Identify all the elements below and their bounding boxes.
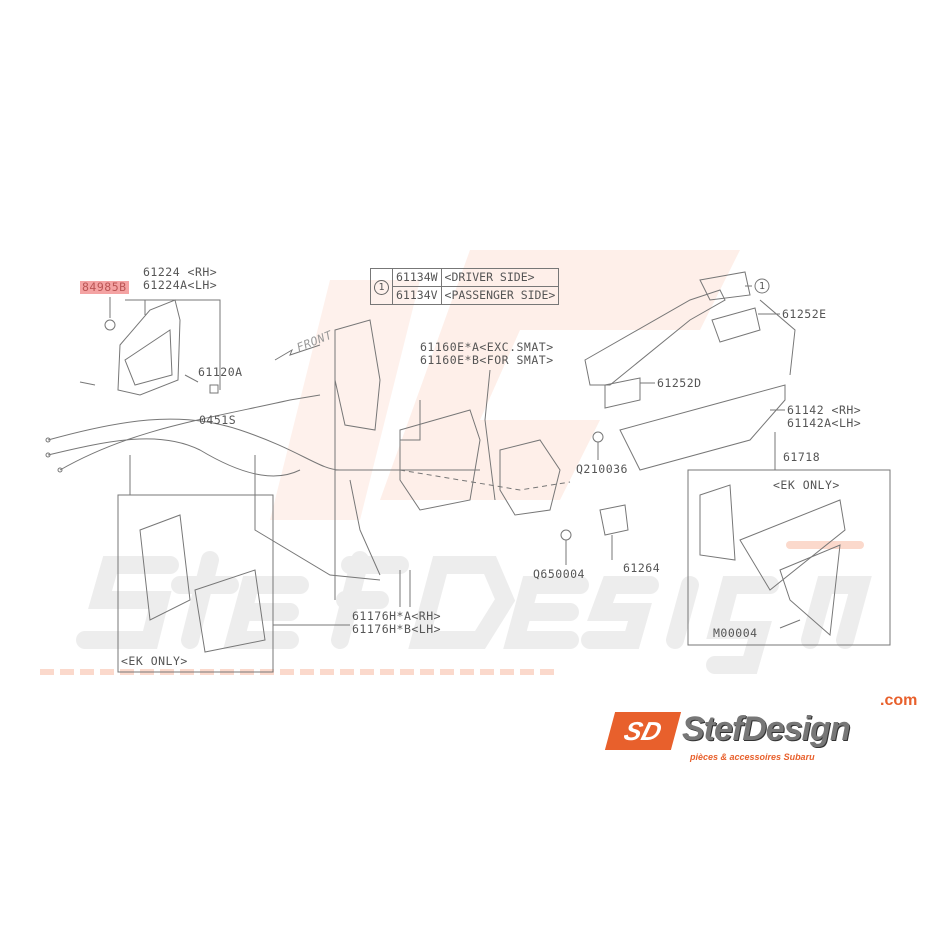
part-label-61224: 61224 <RH> [143, 265, 218, 279]
outer-handle [584, 271, 796, 471]
part-label-61224a: 61224A<LH> [143, 278, 218, 292]
cables [45, 394, 381, 581]
part-label-q650004: Q650004 [533, 567, 585, 581]
part-label-61142: 61142 <RH> [787, 403, 862, 417]
ref-marker-cell: 1 [370, 268, 393, 305]
watermark-brand-strokes [76, 551, 872, 674]
ek-only-label-right: <EK ONLY> [773, 478, 840, 492]
front-arrow [274, 344, 321, 361]
part-label-61120a: 61120A [198, 365, 243, 379]
ref-marker: 1 [374, 279, 389, 295]
ek-only-label-left: <EK ONLY> [121, 654, 188, 668]
highlighted-part-label[interactable]: 84985B [80, 280, 129, 294]
ref-desc: <DRIVER SIDE> [440, 268, 560, 287]
part-label-q210036: Q210036 [576, 462, 628, 476]
ek-only-box-right [687, 432, 891, 646]
reference-table: 1 61134W <DRIVER SIDE> 61134V <PASSENGER… [370, 268, 560, 305]
logo-com: .com [880, 692, 918, 709]
misc-fasteners [399, 431, 801, 629]
part-label-61264: 61264 [623, 561, 661, 575]
logo-tagline: pièces & accessoires Subaru [690, 752, 815, 762]
part-label-61252e: 61252E [782, 307, 827, 321]
inner-handle-assembly [79, 297, 221, 396]
ref-part: 61134V [392, 286, 442, 305]
part-label-61718: 61718 [783, 450, 821, 464]
part-label-m00004: M00004 [713, 626, 758, 640]
door-lock-actuator [349, 369, 571, 576]
ref-part: 61134W [392, 268, 442, 287]
part-label-61142a: 61142A<LH> [787, 416, 862, 430]
latch-bracket [334, 319, 480, 600]
ek-only-box-left [117, 494, 350, 673]
part-label-0451s: 0451S [199, 413, 237, 427]
stefdesign-logo: SD StefDesign .com pièces & accessoires … [604, 692, 925, 770]
part-label-61160e-a: 61160E*A<EXC.SMAT> [420, 340, 554, 354]
callout-1-label: 1 [759, 281, 766, 292]
part-label-61160e-b: 61160E*B<FOR SMAT> [420, 353, 554, 367]
part-label-61176h-a: 61176H*A<RH> [352, 609, 442, 623]
part-label-61252d: 61252D [657, 376, 702, 390]
callout-circle [754, 278, 770, 294]
ref-desc: <PASSENGER SIDE> [440, 286, 560, 305]
part-label-61176h-b: 61176H*B<LH> [352, 622, 442, 636]
logo-initials: SD [604, 712, 682, 750]
logo-name: StefDesign [682, 710, 851, 748]
